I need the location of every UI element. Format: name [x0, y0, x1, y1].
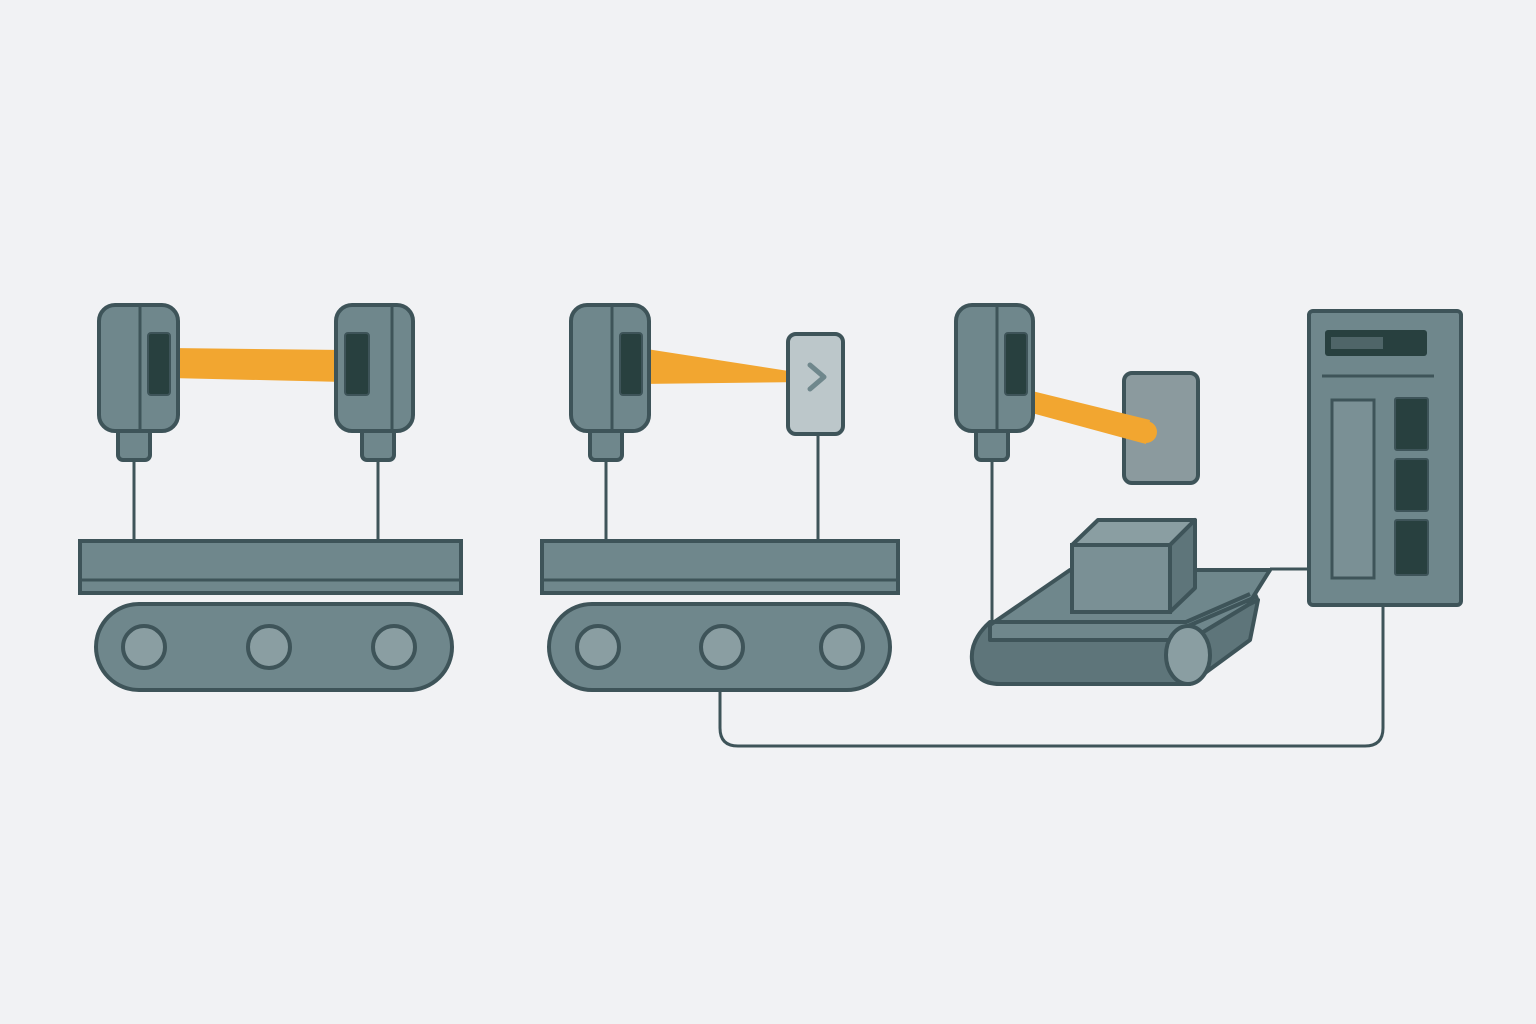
- beam-spot: [1135, 421, 1157, 443]
- retro-reflective-panel: [540, 303, 900, 692]
- light-beam: [170, 348, 345, 382]
- controller-slot: [1330, 398, 1376, 580]
- controller-module: [1394, 458, 1429, 512]
- roller: [575, 624, 621, 670]
- light-beam: [640, 348, 808, 384]
- conveyor-icon: [78, 539, 463, 692]
- receiver-sensor-icon: [334, 303, 415, 462]
- laser-sensor-icon: [569, 303, 651, 462]
- roller: [121, 624, 167, 670]
- roller: [371, 624, 417, 670]
- roller: [246, 624, 292, 670]
- roller: [819, 624, 865, 670]
- light-beam: [1028, 390, 1150, 444]
- roller: [699, 624, 745, 670]
- laser-sensor-icon: [954, 303, 1035, 462]
- controller-icon: [1307, 309, 1463, 607]
- signal-cable: [718, 606, 1385, 748]
- box-icon: [1070, 518, 1197, 614]
- conveyor-icon: [540, 539, 900, 692]
- diffuse-panel: [954, 303, 1309, 686]
- controller-module: [1394, 519, 1429, 576]
- angled-conveyor-icon: [969, 568, 1272, 686]
- emitter-sensor-icon: [97, 303, 180, 462]
- through-beam-panel: [78, 303, 463, 692]
- reflector-icon: [786, 332, 845, 436]
- controller-module: [1394, 397, 1429, 451]
